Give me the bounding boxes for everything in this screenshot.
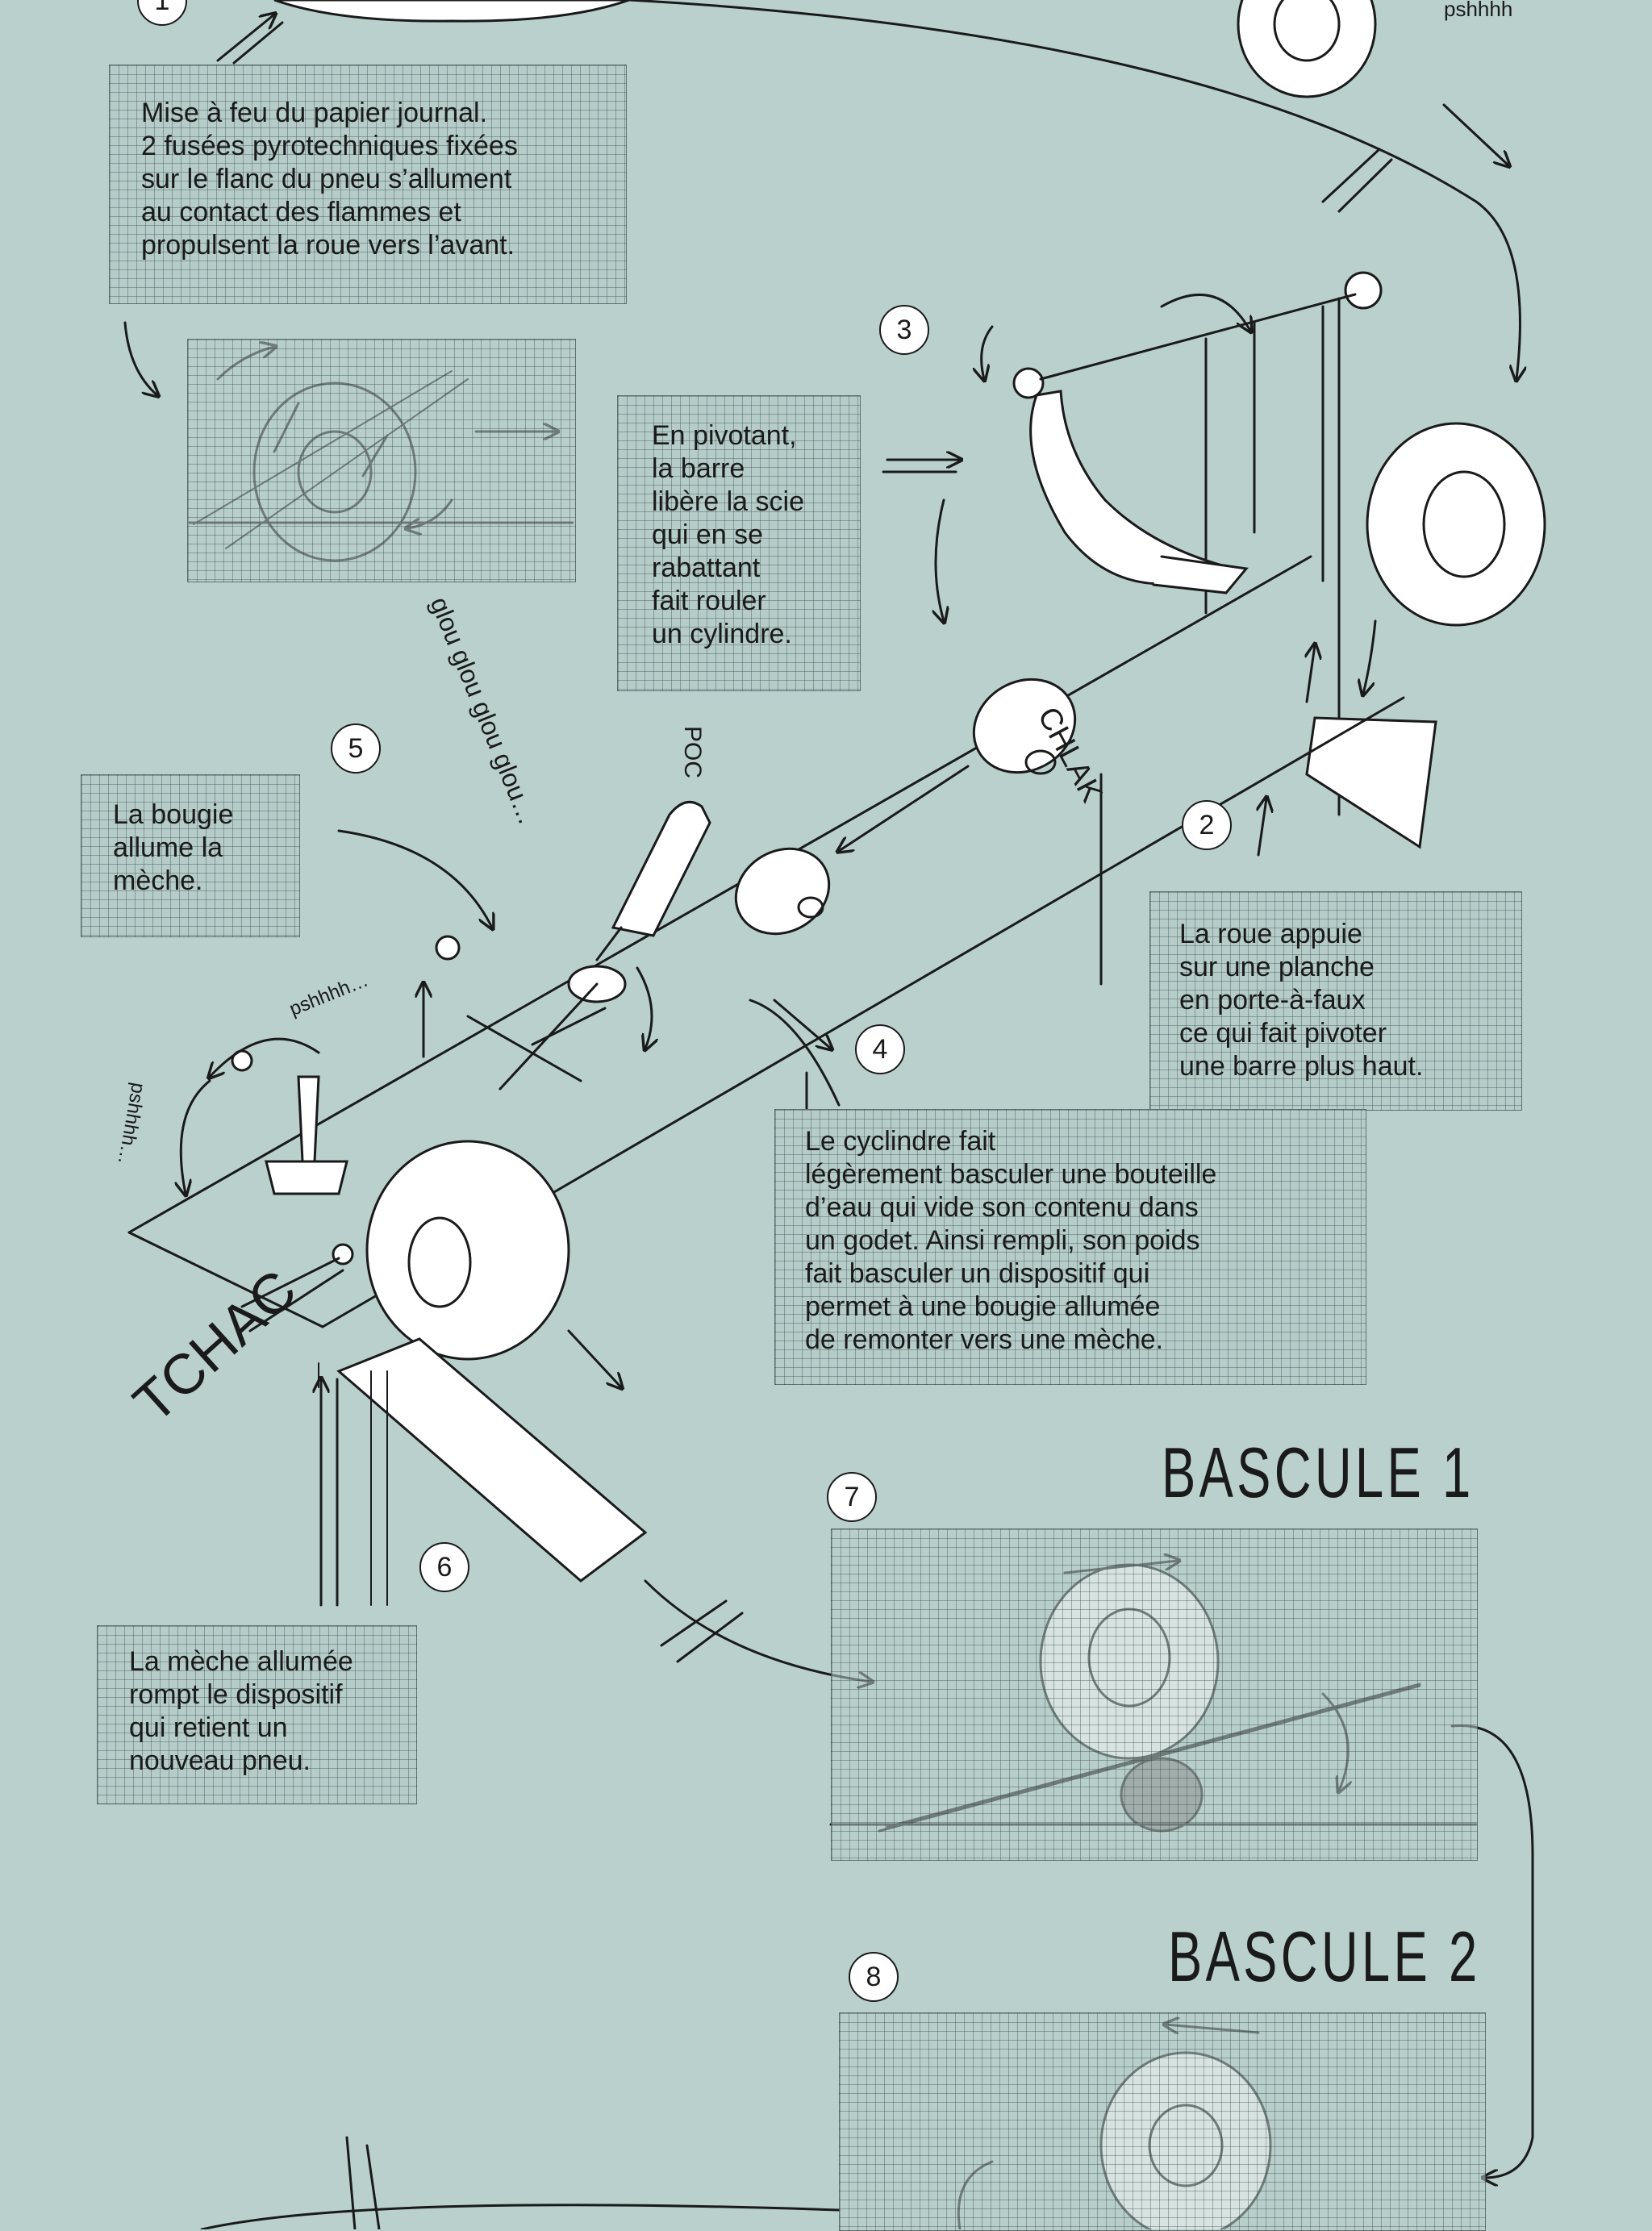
sfx-poc: POC xyxy=(678,726,706,778)
step-4-text: Le cyclindre fait légèrement basculer un… xyxy=(805,1125,1216,1357)
bascule-2-title: BASCULE 2 xyxy=(1168,1916,1481,1998)
water-bottle xyxy=(613,802,710,936)
step-4-number: 4 xyxy=(855,1024,905,1074)
step-5-text: La bougie allume la mèche. xyxy=(113,799,233,898)
panel-bascule-1 xyxy=(831,1528,1478,1861)
panel-bascule-2 xyxy=(839,2012,1486,2231)
step-6-number: 6 xyxy=(419,1542,469,1592)
step-3-number: 3 xyxy=(879,305,929,355)
step-2-text: La roue appuie sur une planche en porte-… xyxy=(1179,918,1423,1083)
step-2-number: 2 xyxy=(1182,800,1232,850)
step-5-number: 5 xyxy=(331,724,381,774)
step-1-text: Mise à feu du papier journal. 2 fusées p… xyxy=(141,97,518,262)
tyre-step-2 xyxy=(1367,423,1545,625)
step-6-text: La mèche allumée rompt le dispositif qui… xyxy=(129,1645,353,1778)
step-7-number: 7 xyxy=(827,1472,877,1522)
panel-step-1-sketch xyxy=(187,339,576,582)
newspaper-fire-shape xyxy=(274,0,629,21)
tyre-main xyxy=(367,1141,569,1359)
sfx-pshhhh-top: pshhhh xyxy=(1444,0,1512,22)
cylinder-lower xyxy=(720,832,845,951)
step-3-text: En pivotant, la barre libère la scie qui… xyxy=(652,419,804,651)
saw-blade xyxy=(1031,391,1234,584)
tyre-top-right xyxy=(1238,0,1375,97)
bascule-1-title: BASCULE 1 xyxy=(1162,1432,1475,1514)
step-8-number: 8 xyxy=(849,1952,899,2002)
